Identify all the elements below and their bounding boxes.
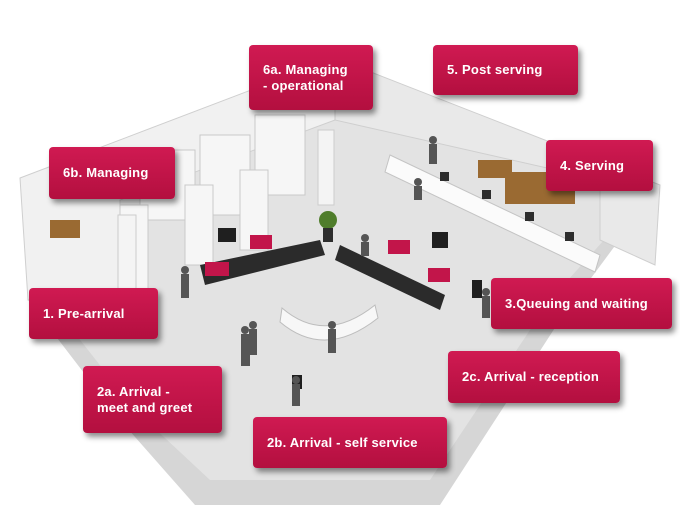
people (181, 136, 490, 406)
label-managing: 6b. Managing (49, 147, 175, 199)
wood-desks (50, 160, 575, 238)
label-pre-arrival: 1. Pre-arrival (29, 288, 158, 339)
label-arrival-meet-greet: 2a. Arrival - meet and greet (83, 366, 222, 433)
counter-monitors (440, 172, 574, 241)
label-queuing-waiting: 3.Queuing and waiting (491, 278, 672, 329)
service-counter (384, 154, 601, 273)
label-serving: 4. Serving (546, 140, 653, 191)
reception-desk (279, 304, 379, 341)
label-arrival-self-service: 2b. Arrival - self service (253, 417, 447, 468)
office-cubicles (119, 114, 306, 296)
label-arrival-reception: 2c. Arrival - reception (448, 351, 620, 403)
plant (319, 211, 337, 242)
waiting-sofas (200, 235, 450, 310)
label-post-serving: 5. Post serving (433, 45, 578, 95)
label-managing-operational: 6a. Managing - operational (249, 45, 373, 110)
pillar (317, 129, 335, 206)
back-wall-right (334, 57, 661, 266)
